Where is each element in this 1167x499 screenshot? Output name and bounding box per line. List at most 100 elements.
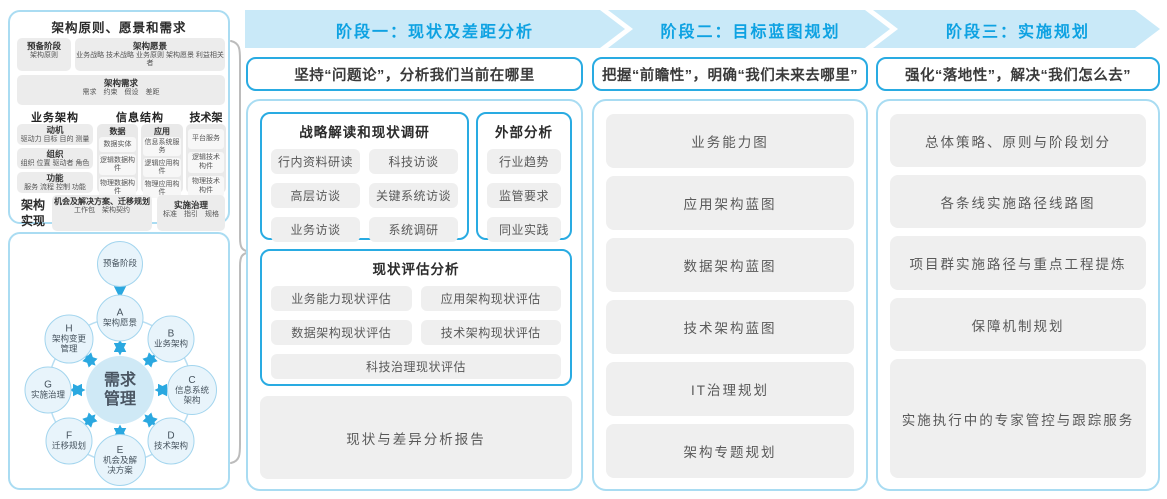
phase2-item: 应用架构蓝图 <box>606 176 854 230</box>
platform-service-chip: 平台服务 <box>188 129 224 149</box>
external-item: 行业趋势 <box>487 149 561 174</box>
data-column-title: 数据 <box>109 127 126 136</box>
implementation-governance-box: 实施治理 标准 指引 规格 <box>157 195 225 231</box>
adm-node-g-label: 实施治理 <box>30 389 65 400</box>
adm-node-e: E 机会及解决方案 <box>94 434 146 486</box>
center-arrow-b-icon <box>142 352 158 368</box>
phase3-item: 各条线实施路径线路图 <box>890 175 1146 228</box>
adm-node-c: C 信息系统架构 <box>167 365 217 415</box>
assessment-item: 应用架构现状评估 <box>420 286 561 311</box>
logical-data-chip: 逻辑数据构件 <box>99 154 136 176</box>
assessment-item: 业务能力现状评估 <box>271 286 412 311</box>
adm-node-g: G 实施治理 <box>24 366 72 414</box>
motivation-title: 动机 <box>46 125 64 135</box>
business-arch-title: 业务架构 <box>31 112 79 124</box>
adm-node-c-letter: C <box>188 374 196 386</box>
strategy-item: 关键系统访谈 <box>369 183 458 208</box>
external-analysis-box: 外部分析 行业趋势 监管要求 同业实践 <box>476 112 572 242</box>
organization-sub: 组织 位置 驱动者 角色 <box>20 159 90 167</box>
prep-phase-title: 预备阶段 <box>26 41 61 51</box>
left-panel-title: 架构原则、愿景和需求 <box>51 21 187 35</box>
logical-app-chip: 逻辑应用构件 <box>143 158 181 178</box>
assessment-item: 科技治理现状评估 <box>271 354 561 379</box>
phase3-item: 总体策略、原则与阶段划分 <box>890 114 1146 167</box>
adm-node-h: H 架构变更管理 <box>44 314 94 364</box>
adm-node-d-label: 技术架构 <box>153 440 188 451</box>
phase2-banner: 把握“前瞻性”，明确“我们未来去哪里” <box>592 57 868 91</box>
adm-node-d: D 技术架构 <box>147 417 195 465</box>
adm-prep-label: 预备阶段 <box>103 258 138 269</box>
architecture-content-panel: 架构原则、愿景和需求 预备阶段 架构原则 架构愿景 业务战略 技术战略 业务原则… <box>8 10 230 231</box>
strategy-item: 行内资料研读 <box>271 149 360 174</box>
business-function-box: 功能 服务 流程 控制 功能 <box>17 172 93 193</box>
physical-tech-chip: 物理技术构件 <box>188 176 224 197</box>
strategy-item: 科技访谈 <box>369 149 458 174</box>
data-entity-chip: 数据实体 <box>99 137 136 153</box>
physical-app-chip: 物理应用构件 <box>143 179 181 199</box>
opportunities-migration-sub: 工作包 架构契约 <box>74 207 130 214</box>
info-system-service-chip: 信息系统服务 <box>143 137 181 157</box>
adm-node-b: B 业务架构 <box>147 315 195 363</box>
business-motivation-box: 动机 驱动力 目标 目的 测量 <box>17 124 93 145</box>
phase1-container: 战略解读和现状调研 行内资料研读 科技访谈 高层访谈 关键系统访谈 业务访谈 系… <box>246 99 583 491</box>
adm-center-node: 需求管理 <box>86 356 154 424</box>
vision-title: 架构愿景 <box>132 41 167 51</box>
phase3-item: 项目群实施路径与重点工程提炼 <box>890 236 1146 290</box>
adm-node-c-label: 信息系统架构 <box>174 384 209 405</box>
implementation-governance-title: 实施治理 <box>173 200 208 210</box>
adm-node-e-letter: E <box>116 444 124 456</box>
phase2-item: 架构专题规划 <box>606 424 854 478</box>
physical-data-chip: 物理数据构件 <box>99 177 136 199</box>
external-item: 监管要求 <box>487 183 561 208</box>
phase1-header: 阶段一：现状及差距分析 <box>335 24 534 41</box>
information-arch-title: 信息结构 <box>116 112 164 124</box>
adm-node-f-letter: F <box>65 430 73 442</box>
assessment-title: 现状评估分析 <box>372 262 460 277</box>
strategy-research-title: 战略解读和现状调研 <box>299 125 430 140</box>
adm-node-b-letter: B <box>167 328 175 340</box>
phase2-band-segment <box>608 10 890 48</box>
adm-node-e-label: 机会及解决方案 <box>102 454 137 475</box>
phase2-header: 阶段二：目标蓝图规划 <box>660 24 841 41</box>
adm-node-a-label: 架构愿景 <box>102 317 137 328</box>
assessment-item: 数据架构现状评估 <box>271 320 412 345</box>
requirements-sub: 需求 约束 假设 差距 <box>82 88 160 96</box>
technology-column: 平台服务 逻辑技术构件 物理技术构件 <box>186 124 226 197</box>
strategy-item: 系统调研 <box>369 217 458 242</box>
application-column-title: 应用 <box>154 127 170 136</box>
requirements-box: 架构需求 需求 约束 假设 差距 <box>17 75 225 105</box>
requirements-title: 架构需求 <box>103 78 138 88</box>
motivation-sub: 驱动力 目标 目的 测量 <box>20 135 90 143</box>
adm-node-b-label: 业务架构 <box>153 338 188 349</box>
assessment-box: 现状评估分析 业务能力现状评估 应用架构现状评估 数据架构现状评估 技术架构现状… <box>260 249 572 386</box>
adm-node-f-label: 迁移规划 <box>51 440 86 451</box>
phase2-item: 业务能力图 <box>606 114 854 168</box>
adm-node-a: A 架构愿景 <box>96 294 144 342</box>
logical-tech-chip: 逻辑技术构件 <box>188 152 224 173</box>
phase2-container: 业务能力图 应用架构蓝图 数据架构蓝图 技术架构蓝图 IT治理规划 架构专题规划 <box>592 99 868 491</box>
phase2-item: 数据架构蓝图 <box>606 238 854 292</box>
external-item: 同业实践 <box>487 217 561 242</box>
opportunities-migration-title: 机会及解决方案、迁移规划 <box>54 197 150 206</box>
phase2-item: 技术架构蓝图 <box>606 300 854 354</box>
adm-node-a-letter: A <box>116 307 124 319</box>
prep-phase-sub: 架构原则 <box>30 51 58 59</box>
prep-phase-box: 预备阶段 架构原则 <box>17 38 71 71</box>
external-analysis-title: 外部分析 <box>495 125 553 140</box>
adm-node-h-label: 架构变更管理 <box>51 333 86 354</box>
adm-node-h-letter: H <box>65 323 73 335</box>
function-title: 功能 <box>46 173 64 183</box>
function-sub: 服务 流程 控制 功能 <box>24 183 86 191</box>
phase1-banner: 坚持“问题论”，分析我们当前在哪里 <box>246 57 583 91</box>
adm-node-g-letter: G <box>44 379 52 391</box>
organization-title: 组织 <box>46 149 64 159</box>
assessment-item: 技术架构现状评估 <box>420 320 561 345</box>
phase1-band-segment <box>245 10 625 48</box>
gap-analysis-report-box: 现状与差异分析报告 <box>260 396 572 479</box>
business-organization-box: 组织 组织 位置 驱动者 角色 <box>17 148 93 169</box>
strategy-research-box: 战略解读和现状调研 行内资料研读 科技访谈 高层访谈 关键系统访谈 业务访谈 系… <box>260 112 469 242</box>
opportunities-migration-box: 机会及解决方案、迁移规划 工作包 架构契约 <box>52 195 152 231</box>
data-column: 数据 数据实体 逻辑数据构件 物理数据构件 <box>97 124 138 199</box>
adm-prep-node: 预备阶段 <box>97 241 143 287</box>
